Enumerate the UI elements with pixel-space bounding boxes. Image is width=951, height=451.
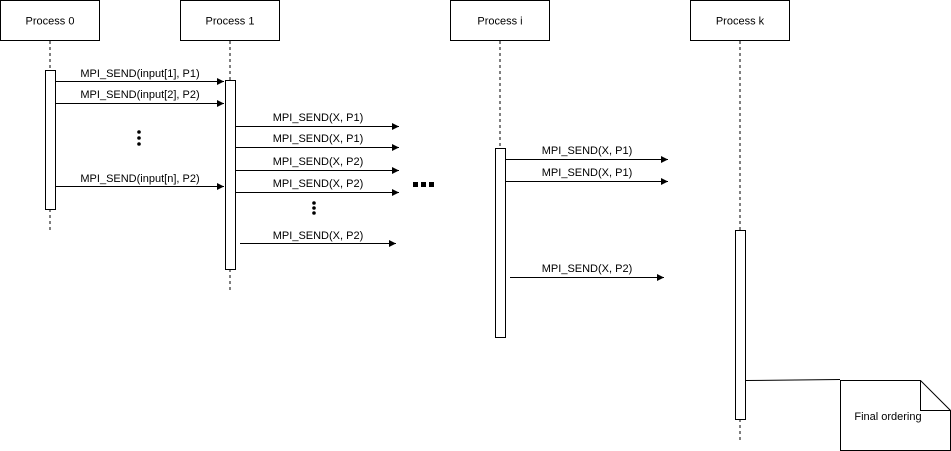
message-input-2: MPI_SEND(input[2], P2) — [56, 89, 224, 107]
activation-process-i — [495, 148, 506, 338]
participant-label: Process 0 — [26, 16, 75, 28]
message-label: MPI_SEND(input[n], P2) — [80, 173, 199, 185]
message-input-n: MPI_SEND(input[n], P2) — [56, 173, 224, 190]
message-p1-x-p1-b: MPI_SEND(X, P1) — [236, 133, 399, 151]
message-label: MPI_SEND(X, P1) — [542, 167, 632, 179]
message-label: MPI_SEND(X, P2) — [273, 178, 363, 190]
message-pi-x-p2: MPI_SEND(X, P2) — [510, 263, 664, 281]
message-pi-x-p1-b: MPI_SEND(X, P1) — [506, 167, 668, 185]
message-label: MPI_SEND(input[1], P1) — [80, 68, 199, 80]
message-p1-x-p2-c: MPI_SEND(X, P2) — [240, 230, 396, 247]
vertical-ellipsis-process-0 — [137, 130, 141, 146]
message-p1-x-p2-a: MPI_SEND(X, P2) — [236, 156, 399, 174]
message-input-1: MPI_SEND(input[1], P1) — [56, 68, 224, 85]
participant-label: Process i — [477, 16, 522, 28]
message-label: MPI_SEND(X, P2) — [273, 230, 363, 242]
participant-process-1: Process 1 — [180, 0, 280, 41]
participant-label: Process 1 — [206, 16, 255, 28]
vertical-ellipsis-process-1 — [312, 201, 316, 215]
message-p1-x-p1-a: MPI_SEND(X, P1) — [236, 112, 399, 130]
message-label: MPI_SEND(X, P1) — [273, 133, 363, 145]
participant-process-k: Process k — [690, 0, 790, 41]
message-pi-x-p1-a: MPI_SEND(X, P1) — [506, 145, 668, 163]
horizontal-ellipsis — [413, 182, 434, 187]
participant-label: Process k — [716, 16, 765, 28]
activation-process-k — [735, 230, 746, 420]
message-label: MPI_SEND(X, P2) — [542, 263, 632, 275]
message-label: MPI_SEND(X, P1) — [542, 145, 632, 157]
note-connector — [745, 379, 841, 381]
participant-process-i: Process i — [450, 0, 550, 41]
participant-process-0: Process 0 — [0, 0, 100, 41]
message-label: MPI_SEND(X, P1) — [273, 112, 363, 124]
activation-process-1 — [225, 80, 236, 270]
message-label: MPI_SEND(input[2], P2) — [80, 89, 199, 101]
message-label: MPI_SEND(X, P2) — [273, 156, 363, 168]
note-final-ordering: Final ordering — [840, 380, 951, 451]
activation-process-0 — [45, 70, 56, 210]
note-text: Final ordering — [854, 411, 921, 423]
message-p1-x-p2-b: MPI_SEND(X, P2) — [236, 178, 399, 196]
